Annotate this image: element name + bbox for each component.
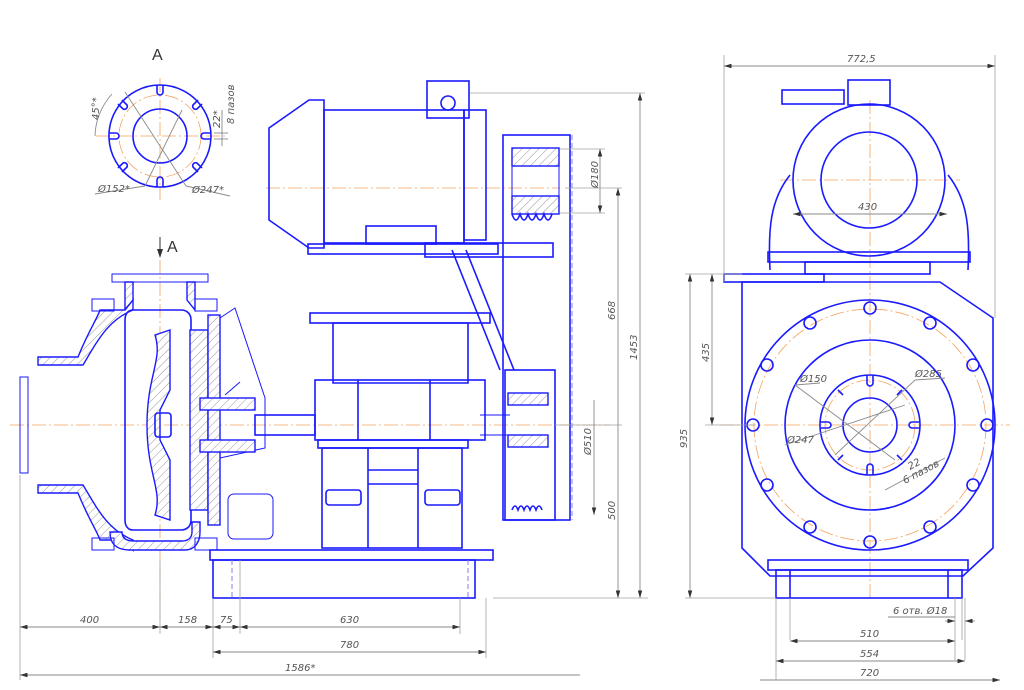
dim-total-height: 1453 bbox=[629, 335, 640, 360]
front-base bbox=[767, 559, 969, 599]
dim-front-total-height: 935 bbox=[679, 429, 690, 448]
view-a-slot-width: 22* bbox=[212, 110, 223, 128]
pump-casing bbox=[19, 273, 274, 552]
ring-slots bbox=[109, 85, 211, 187]
motor-front bbox=[723, 79, 971, 283]
bore-slots bbox=[820, 375, 920, 475]
dim-base-holes: 6 отв. Ø18 bbox=[893, 605, 947, 617]
front-view-dimensions: 772,5 430 435 935 6 отв. Ø18 510 554 72 bbox=[679, 54, 1000, 683]
dim-motor-feet-spacing: 430 bbox=[858, 202, 877, 213]
dim-slot-width: 22 bbox=[906, 457, 922, 473]
dim-base-bolt-spacing: 510 bbox=[860, 629, 879, 640]
dim-casing-offset: 158 bbox=[178, 615, 197, 626]
side-view-horizontal-dimensions: 400 158 75 630 780 1586* bbox=[19, 475, 580, 680]
view-a-arrow-label: A bbox=[167, 239, 178, 256]
motor-pulley bbox=[502, 134, 573, 521]
dim-circle-diameter: Ø247 bbox=[786, 434, 815, 446]
front-view: Ø150 Ø285 Ø247 22 6 пазов 772,5 430 bbox=[679, 54, 1010, 683]
dim-pump-pulley-diameter: Ø510 bbox=[582, 428, 594, 456]
electric-motor bbox=[268, 80, 554, 371]
dim-overall-base: 720 bbox=[860, 668, 879, 679]
side-view: A bbox=[10, 80, 648, 680]
dim-base-width: 554 bbox=[860, 649, 879, 660]
dim-overall-width: 772,5 bbox=[847, 54, 876, 65]
view-a-inner-diameter: Ø152* bbox=[97, 183, 130, 195]
dim-pulley-diameter: Ø180 bbox=[589, 161, 601, 189]
view-a-outer-diameter: Ø247* bbox=[191, 184, 224, 196]
base-frame bbox=[209, 549, 494, 599]
pump-front: Ø150 Ø285 Ø247 22 6 пазов bbox=[741, 281, 996, 577]
dim-overall-length: 1586* bbox=[285, 663, 315, 674]
dim-frame-length: 780 bbox=[340, 640, 359, 651]
flange-bolt-holes bbox=[746, 301, 994, 549]
bearing-housing bbox=[309, 312, 491, 549]
dim-flange-diameter: Ø285 bbox=[914, 368, 942, 380]
dim-bore-diameter: Ø150 bbox=[799, 373, 827, 385]
dim-inlet-length: 400 bbox=[80, 615, 99, 626]
side-view-vertical-dimensions: Ø180 668 1453 Ø510 500 bbox=[470, 92, 648, 599]
view-a-arrow-icon bbox=[157, 249, 163, 258]
view-a-detail: A 45°* 22* 8 пазов Ø152* Ø247* bbox=[91, 47, 237, 200]
pump-pulley bbox=[504, 369, 556, 521]
dim-motor-axis-height: 668 bbox=[607, 301, 618, 320]
dim-frame-offset: 75 bbox=[220, 615, 233, 626]
view-a-angle: 45°* bbox=[91, 97, 102, 120]
dim-bolt-spacing: 630 bbox=[340, 615, 359, 626]
view-a-slot-count: 8 пазов bbox=[226, 84, 237, 124]
inner-bore bbox=[132, 108, 188, 164]
dim-shaft-axis-height: 500 bbox=[607, 501, 618, 520]
view-a-label: A bbox=[152, 47, 163, 64]
dim-axis-from-top: 435 bbox=[701, 343, 712, 362]
